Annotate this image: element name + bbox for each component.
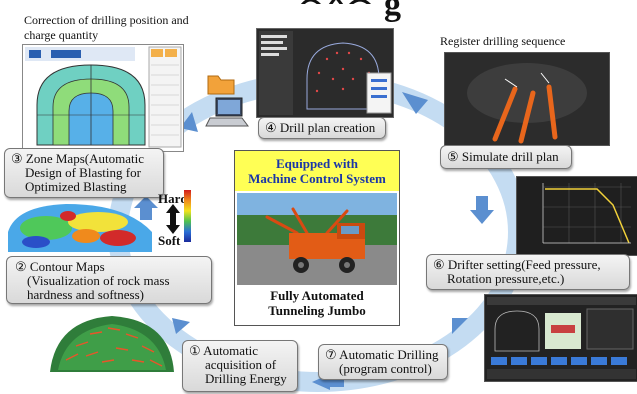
drilling-energy-3d-image — [46, 310, 178, 374]
tunneling-jumbo-photo — [237, 193, 397, 285]
step-7-line1: ⑦ Automatic Drilling — [325, 347, 439, 362]
cycle-arrow-3-4 — [180, 112, 198, 132]
cycle-arrow-5-6 — [470, 196, 494, 224]
step-6-drifter-setting: ⑥ Drifter setting(Feed pressure, Rotatio… — [426, 254, 630, 290]
step-1-line3: Drilling Energy — [205, 371, 287, 386]
drill-plan-screenshot — [256, 28, 394, 118]
step-2-line2: (Visualization of rock mass — [27, 273, 170, 288]
step-2-line1: ② Contour Maps — [15, 259, 105, 274]
header-line1: Equipped with — [275, 156, 358, 171]
step-1-drilling-energy: ① Automatic acquisition of Drilling Ener… — [182, 340, 298, 392]
hard-soft-double-arrow-icon — [166, 204, 180, 234]
step-7-automatic-drilling: ⑦ Automatic Drilling (program control) — [318, 344, 448, 380]
title-fragment: g — [384, 0, 401, 23]
center-jumbo-panel: Equipped with Machine Control System Ful… — [234, 150, 400, 326]
step-4-line1: ④ Drill plan creation — [265, 120, 376, 135]
correction-note: Correction of drilling position and char… — [24, 13, 224, 43]
contour-map-image — [6, 202, 154, 254]
step-3-line2: Design of Blasting for — [25, 165, 141, 180]
drifter-setting-chart-image — [516, 176, 637, 256]
caption-line2: Tunneling Jumbo — [268, 303, 366, 318]
control-panel-screenshot — [484, 294, 637, 382]
zone-map-image — [22, 44, 184, 152]
machine-control-header: Equipped with Machine Control System — [235, 151, 399, 191]
correction-note-line2: charge quantity — [24, 28, 99, 42]
hard-label: Hard — [158, 191, 188, 206]
cycle-arrow-1-2 — [172, 318, 190, 334]
correction-note-line1: Correction of drilling position and — [24, 13, 189, 27]
step-4-drill-plan-creation: ④ Drill plan creation — [258, 117, 386, 139]
drill-sequence-3d-image — [444, 52, 610, 146]
soft-label: Soft — [158, 233, 181, 248]
step-6-line2: Rotation pressure,etc.) — [447, 271, 565, 286]
register-note: Register drilling sequence — [440, 34, 566, 48]
caption-line1: Fully Automated — [270, 288, 364, 303]
cycle-arrow-6-7 — [452, 318, 468, 334]
step-1-line1: ① Automatic — [189, 343, 259, 358]
step-5-line1: ⑤ Simulate drill plan — [447, 149, 559, 164]
cycle-arrow-4-5 — [402, 92, 428, 114]
laptop-folder-icon — [205, 75, 249, 127]
step-1-line2: acquisition of — [205, 357, 277, 372]
hardness-color-scale — [184, 190, 191, 242]
step-7-line2: (program control) — [339, 361, 432, 376]
step-5-simulate-drill-plan: ⑤ Simulate drill plan — [440, 145, 572, 169]
step-2-line3: hardness and softness) — [27, 287, 144, 302]
step-3-zone-maps: ③ Zone Maps(Automatic Design of Blasting… — [4, 148, 164, 198]
jumbo-caption: Fully Automated Tunneling Jumbo — [235, 288, 399, 318]
step-2-contour-maps: ② Contour Maps (Visualization of rock ma… — [6, 256, 212, 304]
title-fragment-partial — [300, 0, 380, 4]
step-6-line1: ⑥ Drifter setting(Feed pressure, — [433, 257, 601, 272]
step-3-line1: ③ Zone Maps(Automatic — [11, 151, 144, 166]
header-line2: Machine Control System — [248, 171, 386, 186]
step-3-line3: Optimized Blasting — [25, 179, 127, 194]
cycle-arrow-2-3 — [134, 196, 158, 220]
